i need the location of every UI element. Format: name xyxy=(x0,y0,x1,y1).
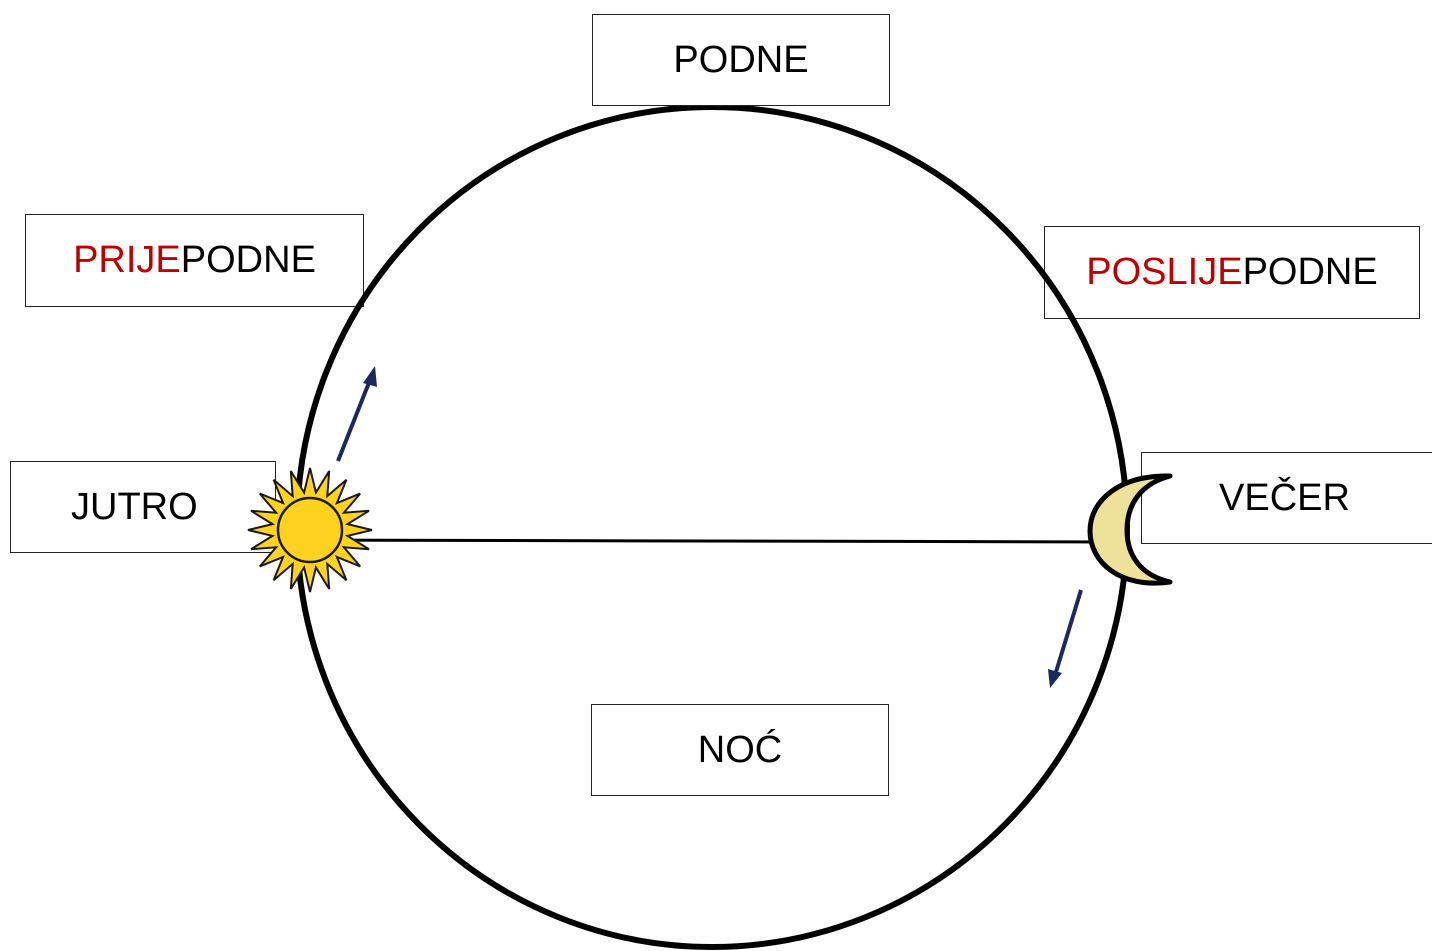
label-jutro: JUTRO xyxy=(10,461,276,553)
arrow-up-icon xyxy=(336,366,377,462)
label-poslijepodne-suffix: PODNE xyxy=(1242,251,1378,293)
label-vecer-text: VEČER xyxy=(1219,476,1350,519)
arrow-down-icon xyxy=(1048,589,1083,688)
label-vecer: VEČER xyxy=(1141,452,1432,544)
label-podne-text: PODNE xyxy=(673,38,809,81)
label-prijepodne-suffix: PODNE xyxy=(180,239,316,281)
label-prijepodne-prefix: PRIJE xyxy=(73,239,181,281)
label-noc: NOĆ xyxy=(591,704,889,796)
label-poslijepodne-prefix: POSLIJE xyxy=(1086,251,1243,293)
horizon-line xyxy=(299,538,1123,544)
day-cycle-circle xyxy=(294,104,1130,950)
label-jutro-text: JUTRO xyxy=(71,485,198,528)
label-podne: PODNE xyxy=(592,14,890,106)
label-noc-text: NOĆ xyxy=(697,728,783,771)
